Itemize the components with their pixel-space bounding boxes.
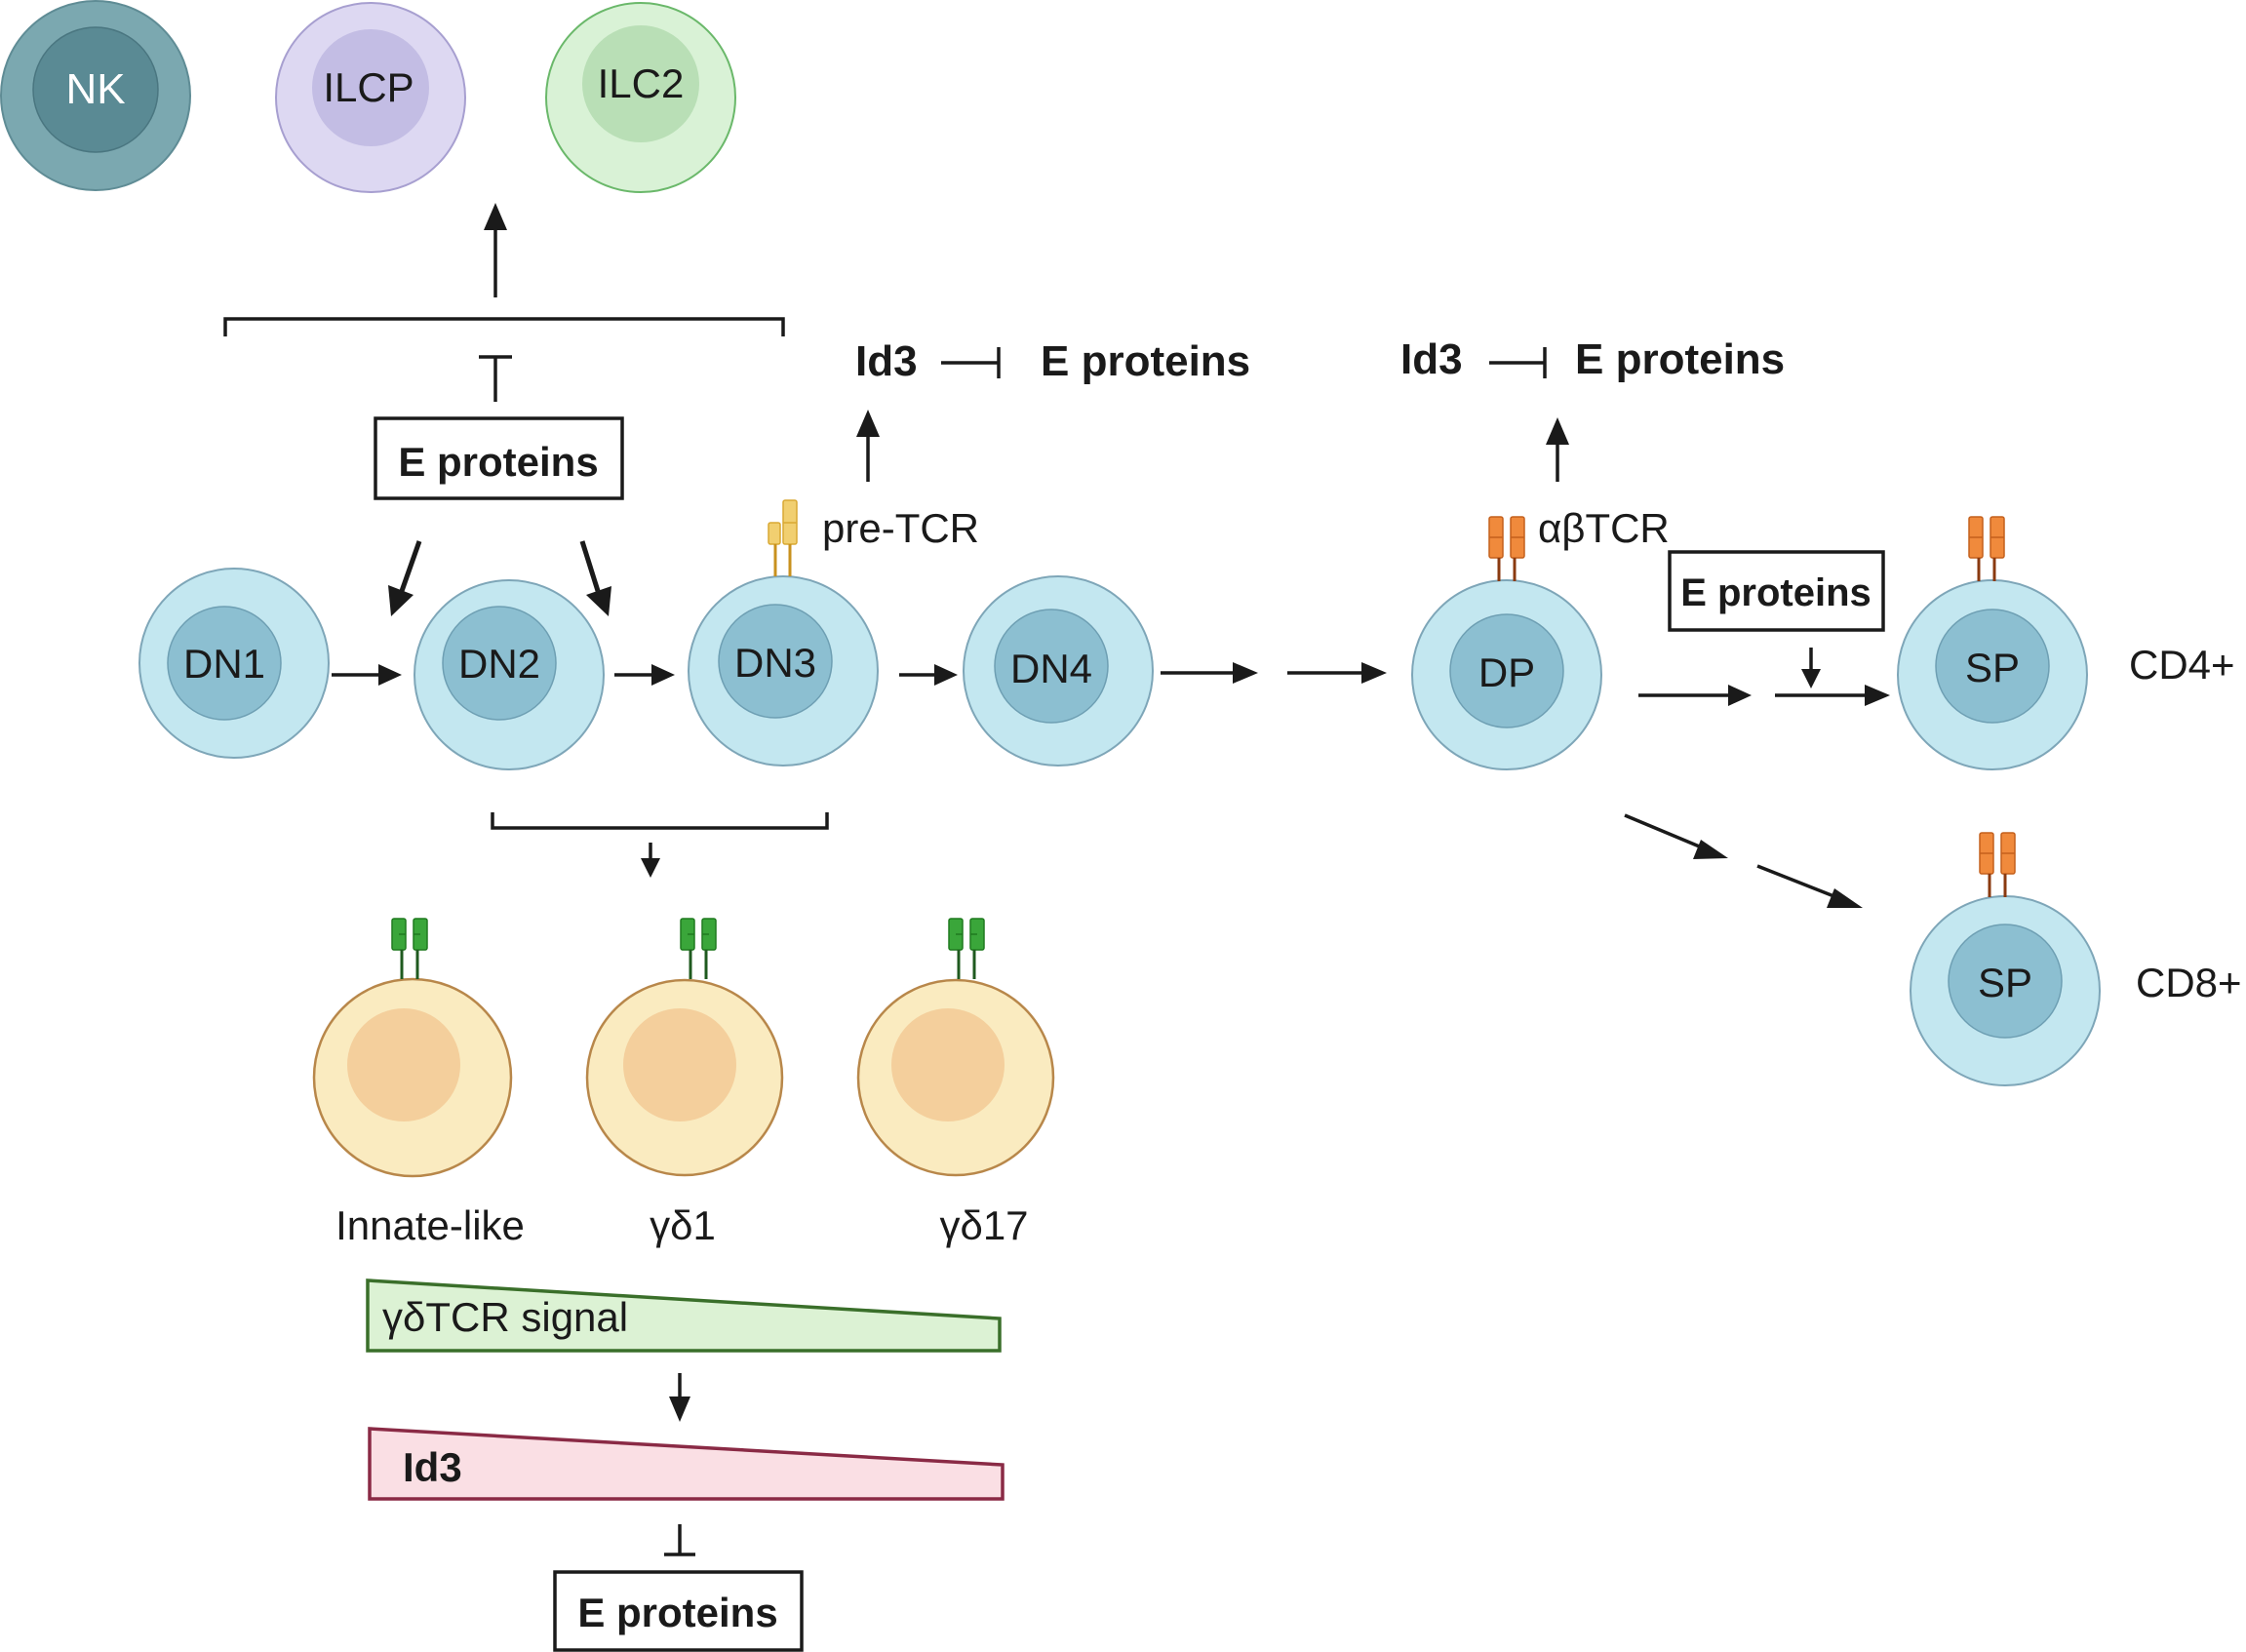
arrow-to-gd xyxy=(641,843,660,878)
arrow-dp-cd8-1 xyxy=(1624,813,1728,859)
sp-cd4-label: SP xyxy=(1965,645,2020,690)
arrow-dn4-dp-2 xyxy=(1287,662,1387,684)
arrow-signal-to-id3 xyxy=(669,1373,690,1422)
dn2-cell: DN2 xyxy=(414,579,605,770)
inhibition-id3-right xyxy=(1489,347,1547,378)
ilc2-label: ILC2 xyxy=(598,60,685,106)
e-proteins-box-top-label: E proteins xyxy=(398,439,598,485)
nk-label: NK xyxy=(65,65,125,113)
dp-cell: DP xyxy=(1411,579,1602,770)
dn4-cell: DN4 xyxy=(963,575,1154,767)
e-proteins-box-bottom-label: E proteins xyxy=(577,1590,777,1635)
e-proteins-box-cd4: E proteins xyxy=(1668,550,1885,632)
arrow-dn1-dn2 xyxy=(332,664,402,686)
id3-label-right: Id3 xyxy=(1400,335,1463,383)
ab-tcr-receptor-cd4 xyxy=(1967,515,2006,583)
ilc2-cell: ILC2 xyxy=(545,2,736,193)
arrow-to-ilc xyxy=(484,203,507,297)
gd-tcr-signal-label: γδTCR signal xyxy=(382,1294,628,1340)
sp-cd4-cell: SP xyxy=(1897,579,2088,770)
dn3-label: DN3 xyxy=(734,640,816,686)
pre-tcr-label: pre-TCR xyxy=(822,505,979,551)
gd-tcr-receptor-gd1 xyxy=(679,917,718,981)
cd8-label: CD8+ xyxy=(2136,960,2242,1005)
bracket-ilc-branch xyxy=(223,317,785,336)
arrow-e-proteins-down-cd4 xyxy=(1801,648,1821,688)
pre-tcr-receptor xyxy=(768,499,798,576)
sp-cd8-cell: SP xyxy=(1910,895,2101,1086)
ab-tcr-label: αβTCR xyxy=(1538,505,1670,551)
ab-tcr-receptor-cd8 xyxy=(1978,831,2017,899)
gd-tcr-receptor-innate xyxy=(390,917,429,981)
arrow-e-proteins-to-dn2-right xyxy=(579,540,611,616)
sp-cd8-label: SP xyxy=(1978,960,2032,1005)
e-proteins-label-left: E proteins xyxy=(1041,337,1250,385)
inhibition-id3-left xyxy=(941,347,1001,378)
gd17-label: γδ17 xyxy=(939,1202,1028,1248)
dn2-label: DN2 xyxy=(458,641,540,687)
arrow-dn4-dp-1 xyxy=(1161,662,1258,684)
nk-cell: NK xyxy=(0,0,191,191)
arrow-pre-tcr-up xyxy=(856,410,880,482)
gd17-cell xyxy=(856,978,1055,1177)
arrow-dn2-dn3 xyxy=(614,664,675,686)
id3-wedge: Id3 xyxy=(368,1427,1005,1501)
ilcp-cell: ILCP xyxy=(275,2,466,193)
gd-tcr-signal-wedge: γδTCR signal xyxy=(366,1278,1002,1353)
gd-tcr-receptor-gd17 xyxy=(947,917,986,981)
inhibition-id3-bottom xyxy=(664,1524,695,1556)
dp-label: DP xyxy=(1478,649,1535,695)
inhibition-e-proteins-ilc xyxy=(479,355,512,402)
e-proteins-box-top: E proteins xyxy=(374,416,624,500)
dn1-label: DN1 xyxy=(183,641,265,687)
arrow-dp-cd4-2 xyxy=(1775,685,1890,706)
dn1-cell: DN1 xyxy=(138,568,330,759)
gd1-cell xyxy=(585,978,784,1177)
e-proteins-box-bottom: E proteins xyxy=(553,1570,804,1652)
e-proteins-box-cd4-label: E proteins xyxy=(1680,571,1872,614)
id3-label-left: Id3 xyxy=(855,337,918,385)
ilcp-label: ILCP xyxy=(323,64,414,110)
e-proteins-label-right: E proteins xyxy=(1575,335,1785,383)
arrow-ab-tcr-up xyxy=(1546,417,1569,482)
id3-wedge-label: Id3 xyxy=(403,1444,462,1490)
dn3-cell: DN3 xyxy=(688,575,879,767)
gd1-label: γδ1 xyxy=(650,1202,716,1248)
arrow-dp-cd4-1 xyxy=(1638,685,1752,706)
arrow-dp-cd8-2 xyxy=(1756,864,1863,908)
innate-like-label: Innate-like xyxy=(335,1202,525,1248)
ab-tcr-receptor-dp xyxy=(1487,515,1526,583)
arrow-e-proteins-to-dn2-left xyxy=(388,540,422,616)
arrow-dn3-dn4 xyxy=(899,664,958,686)
dn4-label: DN4 xyxy=(1010,646,1092,691)
innate-like-cell xyxy=(312,977,513,1178)
cd4-label: CD4+ xyxy=(2129,642,2235,688)
bracket-gd-branch xyxy=(491,812,829,830)
